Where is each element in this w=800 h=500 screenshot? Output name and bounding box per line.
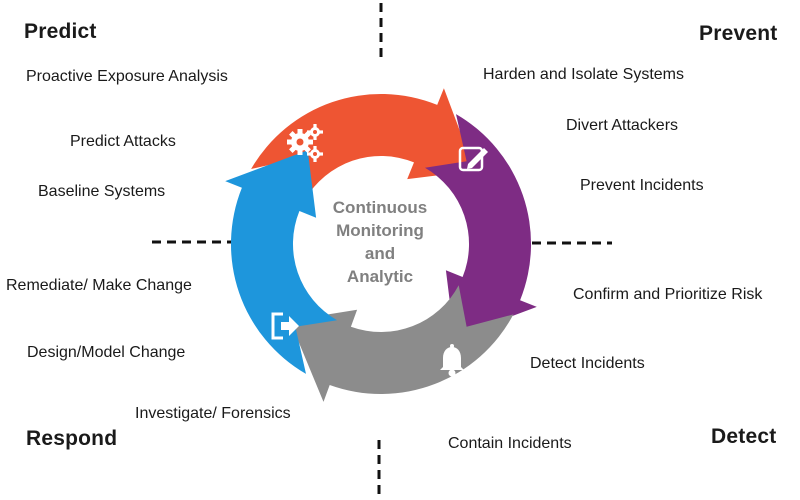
prevent-item: Harden and Isolate Systems bbox=[483, 66, 684, 83]
predict-title: Predict bbox=[24, 20, 97, 43]
prevent-item: Prevent Incidents bbox=[580, 177, 704, 194]
predict-item: Proactive Exposure Analysis bbox=[26, 68, 228, 85]
respond-arrow bbox=[225, 150, 337, 374]
prevent-arrow bbox=[425, 114, 537, 338]
respond-item: Investigate/ Forensics bbox=[135, 405, 291, 422]
center-line: Analytic bbox=[347, 267, 413, 286]
detect-item: Confirm and Prioritize Risk bbox=[573, 286, 763, 303]
center-line: Monitoring bbox=[336, 221, 424, 240]
bell-icon bbox=[440, 344, 464, 377]
center-line: Continuous bbox=[333, 198, 427, 217]
center-line: and bbox=[365, 244, 395, 263]
predict-item: Baseline Systems bbox=[38, 183, 166, 200]
predict-item: Predict Attacks bbox=[70, 133, 176, 150]
gears-icon bbox=[287, 124, 323, 162]
sign-out-icon bbox=[271, 312, 299, 340]
detect-item: Contain Incidents bbox=[448, 435, 572, 452]
respond-item: Design/Model Change bbox=[27, 344, 186, 361]
detect-item: Detect Incidents bbox=[530, 355, 645, 372]
prevent-title: Prevent bbox=[699, 22, 778, 45]
detect-title: Detect bbox=[711, 425, 777, 448]
center-label: Continuous Monitoring and Analytic bbox=[333, 198, 427, 286]
detect-arrow bbox=[289, 285, 514, 402]
respond-item: Remediate/ Make Change bbox=[6, 277, 192, 294]
edit-icon bbox=[458, 146, 488, 172]
prevent-item: Divert Attackers bbox=[566, 117, 679, 134]
respond-title: Respond bbox=[26, 427, 118, 450]
